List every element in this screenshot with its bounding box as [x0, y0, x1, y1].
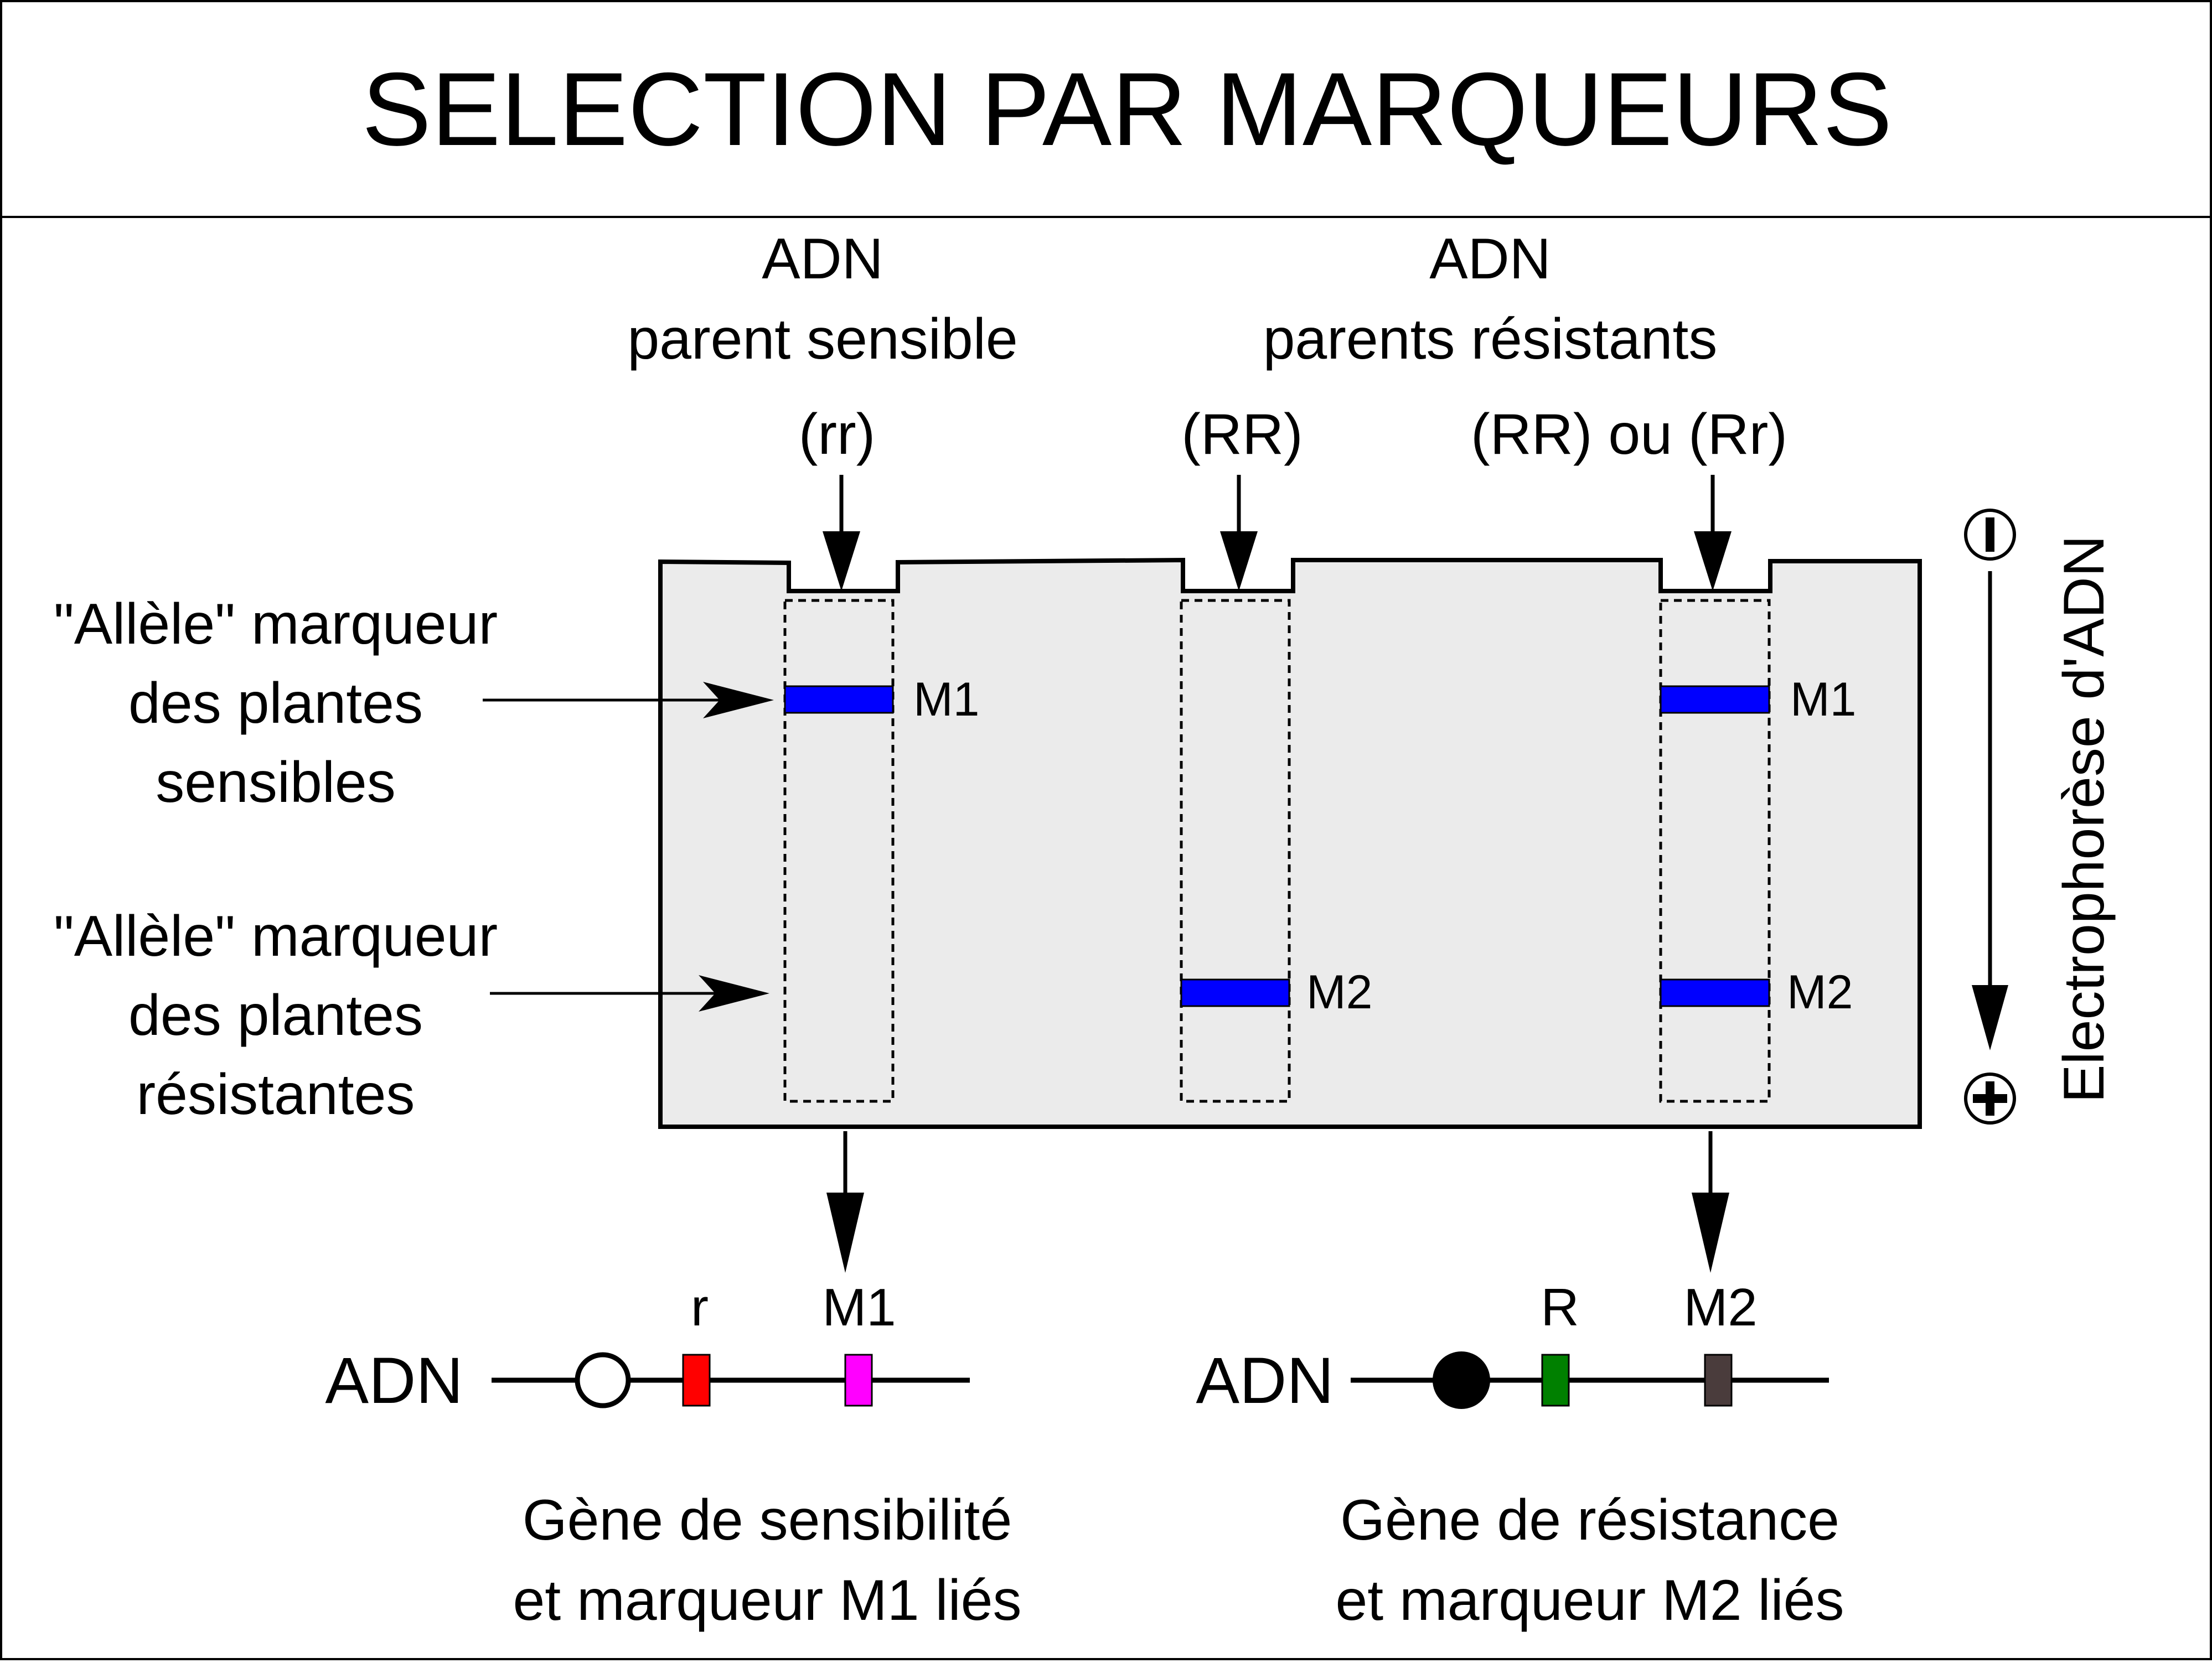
- pointer-arrow-m2: [490, 975, 769, 1012]
- header-resistant-line2: parents résistants: [1263, 307, 1718, 371]
- band-m1-lane3: [1660, 685, 1770, 714]
- label-m2-allele-line3: résistantes: [137, 1063, 415, 1127]
- gene-r-marker: [682, 1354, 711, 1407]
- band-label-m2-lane3: M2: [1787, 966, 1853, 1019]
- resistance-gene-filled-circle-icon: [1433, 1351, 1490, 1409]
- header-sensible-line1: ADN: [762, 227, 883, 291]
- band-m2-lane3: [1660, 978, 1770, 1007]
- caption-left-line1: Gène de sensibilité: [523, 1488, 1012, 1552]
- caption-right-line2: et marqueur M2 liés: [1335, 1568, 1844, 1633]
- down-arrow-left: [826, 1131, 864, 1273]
- marker-m1-locus: [844, 1354, 873, 1407]
- gene-R-letter: R: [1541, 1278, 1579, 1337]
- label-m1-allele-line2: des plantes: [128, 671, 423, 735]
- lane-2: [1180, 599, 1291, 1103]
- band-label-m1-lane3: M1: [1790, 673, 1856, 726]
- label-m1-allele-line1: "Allèle" marqueur: [54, 592, 498, 656]
- plus-electrode-icon: [1964, 1073, 2016, 1125]
- down-arrow-right: [1692, 1131, 1729, 1273]
- dna-left-label: ADN: [325, 1344, 463, 1417]
- genotype-lane1: (rr): [799, 402, 876, 467]
- migration-arrow: [1972, 571, 2008, 1050]
- header-sensible-line2: parent sensible: [627, 307, 1017, 371]
- genotype-lane3: (RR) ou (Rr): [1471, 402, 1787, 467]
- marker-m2-locus: [1704, 1354, 1733, 1407]
- band-label-m2-lane2: M2: [1306, 966, 1372, 1019]
- band-m1-lane1: [784, 685, 894, 714]
- well-arrow-lane2: [1220, 475, 1258, 591]
- dna-right-label: ADN: [1196, 1344, 1334, 1417]
- caption-left-line2: et marqueur M1 liés: [513, 1568, 1021, 1633]
- caption-right-line1: Gène de résistance: [1340, 1488, 1839, 1552]
- genotype-lane2: (RR): [1181, 402, 1303, 467]
- marker-m1-letter: M1: [822, 1278, 896, 1337]
- label-m1-allele-line3: sensibles: [156, 750, 396, 815]
- pointer-arrow-m1: [483, 682, 774, 718]
- marker-m2-letter: M2: [1683, 1278, 1757, 1337]
- lane-1: [783, 599, 895, 1103]
- band-m2-lane2: [1180, 978, 1290, 1007]
- lane-3: [1659, 599, 1771, 1103]
- page-title: SELECTION PAR MARQUEURS: [362, 51, 1893, 167]
- header-resistant-line1: ADN: [1429, 227, 1551, 291]
- gene-R-marker: [1541, 1354, 1570, 1407]
- well-arrow-lane3: [1694, 475, 1732, 591]
- band-label-m1-lane1: M1: [913, 673, 979, 726]
- well-arrow-lane1: [823, 475, 860, 591]
- sensible-gene-open-circle-icon: [575, 1352, 631, 1408]
- electrophoresis-label: Electrophorèse d'ADN: [2052, 535, 2116, 1103]
- minus-electrode-icon: [1964, 509, 2016, 561]
- gene-r-letter: r: [691, 1278, 709, 1337]
- label-m2-allele-line1: "Allèle" marqueur: [54, 904, 498, 968]
- label-m2-allele-line2: des plantes: [128, 983, 423, 1048]
